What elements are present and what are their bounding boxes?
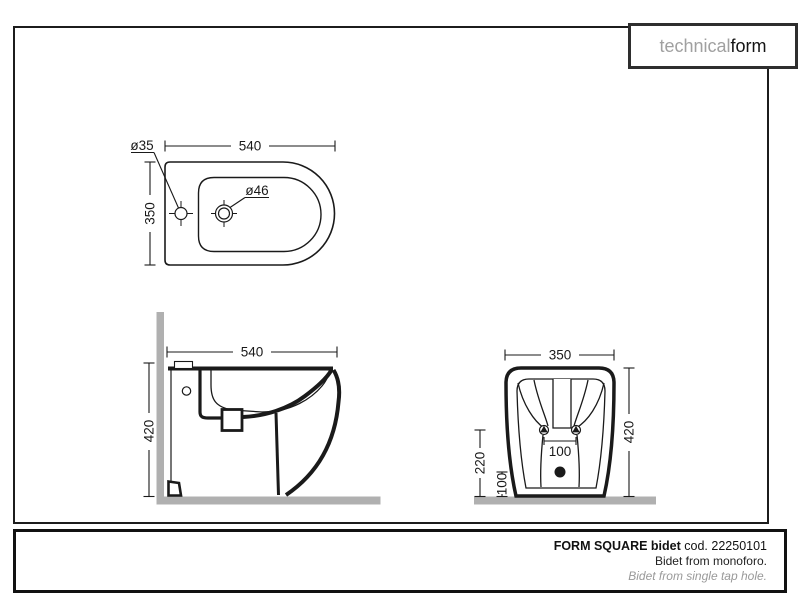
side-view-wall	[156, 312, 164, 504]
logo-gray-part: technical	[659, 35, 731, 56]
front-view-center-column	[552, 379, 572, 429]
side-view-height-label: 420	[142, 420, 157, 443]
front-view-height-label: 420	[622, 421, 637, 444]
front-view-spacing-label: 100	[549, 444, 572, 459]
footer-description-secondary: Bidet from single tap hole.	[628, 568, 767, 583]
side-view-depth-dimension	[166, 345, 338, 359]
side-view-height-dimension	[142, 362, 156, 498]
front-view-fixing-holes	[538, 424, 582, 436]
front-view-outer-outline	[504, 366, 616, 498]
logo-text: technicalform	[659, 36, 766, 57]
top-view-tap-hole-leader	[131, 151, 180, 209]
logo-box: technicalform	[628, 23, 798, 69]
footer-description-primary: Bidet from monoforo.	[654, 554, 767, 568]
sheet-border	[13, 26, 769, 524]
top-view-tap-hole-label: ø35	[130, 138, 153, 153]
front-view-drain	[554, 466, 566, 478]
top-view-depth-dimension	[143, 161, 157, 266]
top-view-tap-hole	[169, 201, 193, 226]
front-view-drain-height-label: 100	[495, 473, 510, 496]
top-view-width-dimension	[164, 139, 336, 153]
front-view-width-label: 350	[549, 348, 572, 363]
side-view-drawing: 540 420	[142, 312, 381, 505]
front-view-fixing-height-label: 220	[473, 452, 488, 475]
front-view-drain-height-dimension	[495, 471, 509, 498]
top-view-drain-hole-leader	[229, 196, 269, 208]
top-view-inner-outline	[197, 176, 322, 253]
footer-product-name: FORM SQUARE bidet	[553, 539, 681, 553]
side-view-profile	[167, 360, 342, 497]
footer-box: FORM SQUARE bidet cod. 22250101 Bidet fr…	[13, 529, 787, 593]
front-view-drawing: 350 420 220	[473, 348, 656, 505]
top-view-drain-hole	[211, 200, 237, 227]
top-view-width-label: 540	[239, 139, 262, 154]
footer-product-line: FORM SQUARE bidet cod. 22250101	[554, 539, 767, 554]
side-view-depth-label: 540	[241, 345, 264, 360]
front-view-spacing-dimension	[543, 437, 577, 445]
footer-product-code: cod. 22250101	[684, 539, 767, 553]
front-view-floor	[474, 496, 656, 505]
front-view-height-dimension	[622, 367, 636, 498]
logo-black-part: form	[730, 35, 767, 56]
top-view-drawing: 540 350	[130, 138, 336, 266]
front-view-width-dimension	[504, 348, 615, 362]
side-view-floor	[156, 496, 381, 505]
top-view-depth-label: 350	[143, 202, 158, 225]
top-view-drain-hole-label: ø46	[245, 183, 268, 198]
front-view-fixing-height-dimension	[473, 429, 487, 498]
